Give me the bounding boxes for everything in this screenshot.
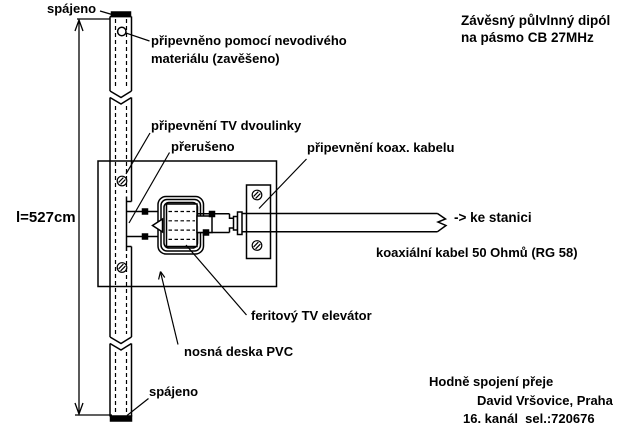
coax-cable [242, 212, 448, 233]
leader-hang [125, 32, 150, 42]
label-solder-bottom: spájeno [149, 384, 199, 399]
dimension-length [74, 18, 112, 416]
plate-screw-top-icon [251, 189, 263, 201]
label-length: l=527cm [16, 209, 76, 226]
pvc-board [97, 160, 278, 288]
footer-line1: Hodně spojení přeje [429, 374, 554, 389]
label-balun: feritový TV elevátor [251, 308, 372, 323]
leader-interrupted [128, 152, 171, 224]
screw-top-icon [116, 175, 128, 187]
leader-balun [185, 244, 247, 316]
coax-mount-plate [245, 184, 272, 260]
ferrite-balun [151, 195, 205, 255]
diagram-title-line1: Závěsný půlvlnný dipól [461, 13, 611, 28]
leader-board-arrow [158, 271, 179, 345]
plate-screw-bottom-icon [251, 240, 263, 251]
label-solder-top: spájeno [47, 1, 97, 16]
feed-point [125, 196, 159, 251]
balun-output [196, 210, 243, 236]
label-twinlead-mount: připevnění TV dvoulinky [151, 118, 302, 133]
tube-dashed-lines [114, 19, 128, 414]
diagram-title-line2: na pásmo CB 27MHz [461, 30, 594, 45]
antenna-tube [109, 11, 133, 422]
footer-line2: David Vršovice, Praha [477, 393, 613, 408]
screw-bottom-icon [116, 262, 128, 273]
leader-solder-bottom [126, 398, 149, 416]
twinlead-screws [116, 175, 128, 273]
footer-line3: 16. kanál sel.:720676 [463, 411, 595, 426]
label-to-station: -> ke stanici [454, 210, 532, 225]
leader-twinlead [125, 132, 151, 175]
hanging-hole [116, 26, 127, 37]
label-interrupted: přerušeno [171, 139, 235, 154]
leader-solder-top [99, 10, 113, 16]
leader-lines [99, 10, 307, 416]
label-hang-line1: připevněno pomocí nevodivého [151, 33, 347, 48]
leader-coax-mount [258, 158, 307, 209]
label-hang-line2: materiálu (zavěšeno) [151, 51, 280, 66]
label-coax-mount: připevnění koax. kabelu [307, 140, 455, 155]
label-board: nosná deska PVC [184, 344, 294, 359]
label-coax-cable: koaxiální kabel 50 Ohmů (RG 58) [376, 245, 578, 260]
